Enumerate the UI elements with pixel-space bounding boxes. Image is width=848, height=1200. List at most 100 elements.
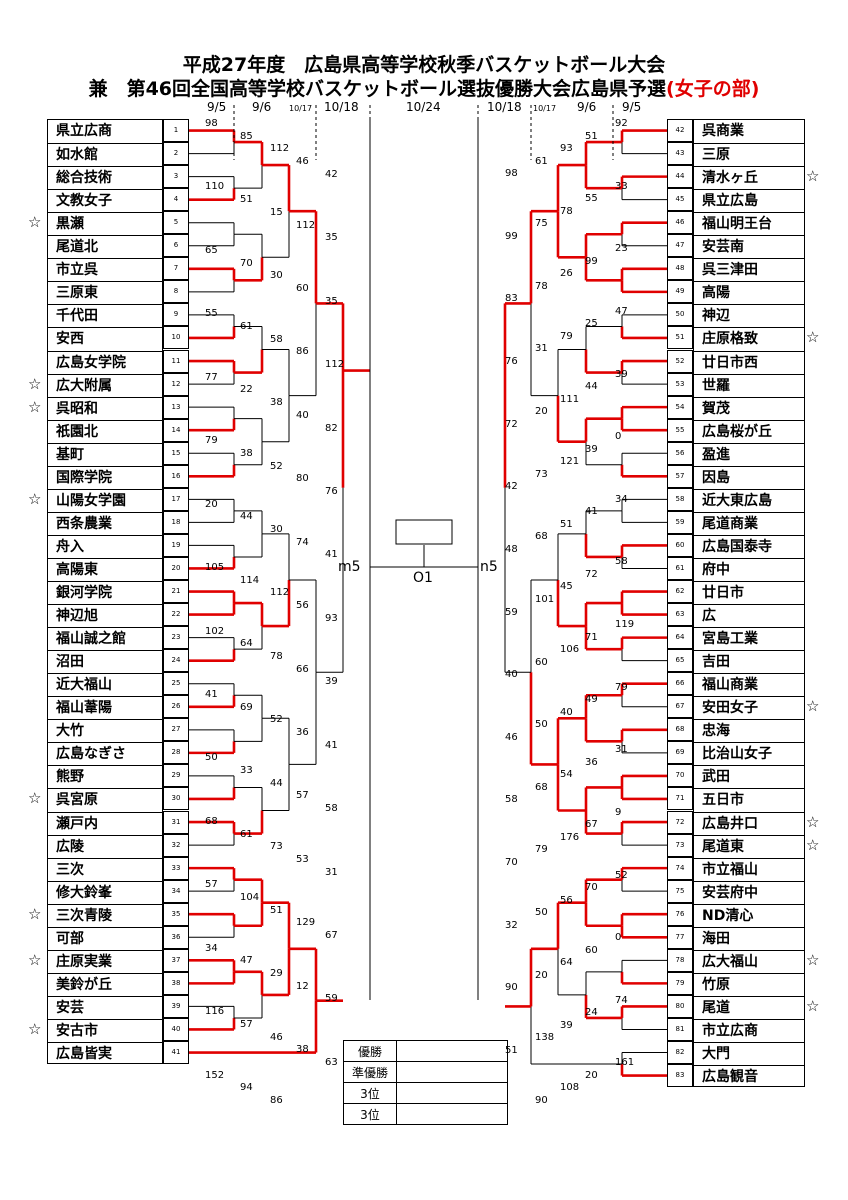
right-team-row: 市立広商 [694,1018,804,1042]
team-name: 国際学院 [56,469,112,486]
left-team-row: 福山葦陽 [48,696,162,719]
match-score: 50 [535,907,548,919]
seed-number: 51 [667,326,693,350]
seed-number: 16 [163,464,189,488]
team-name: 沼田 [56,654,84,671]
seed-number: 43 [667,142,693,166]
right-team-row: 吉田 [694,650,804,673]
team-name: 黒瀬 [56,216,84,233]
match-score: 57 [205,879,218,891]
match-score: 70 [585,882,598,894]
match-score: 78 [270,650,283,662]
left-team-row: 安芸 [48,995,162,1019]
right-team-row: 尾道商業 [694,511,804,535]
team-name: 比治山女子 [702,746,772,763]
match-score: 104 [240,891,260,903]
star-mark: ☆ [28,489,42,508]
right-team-list: 呉商業三原清水ヶ丘県立広島福山明王台安芸南呉三津田高陽神辺庄原格致廿日市西世羅賀… [693,119,805,1088]
right-team-row: 世羅 [694,373,804,397]
result-label: 準優勝 [343,1061,397,1083]
seed-number: 8 [163,280,189,304]
team-name: 安芸 [56,999,84,1016]
match-score: 79 [205,435,218,447]
match-score: 56 [296,600,309,612]
match-score: 76 [505,355,518,367]
match-score: 68 [205,815,218,827]
match-score: 90 [505,982,518,994]
right-semifinal-label: n5 [480,559,498,575]
match-score: 112 [325,359,345,371]
date-right-r2: 9/6 [577,100,597,114]
match-score: 116 [205,1006,225,1018]
team-name: 呉昭和 [56,400,98,417]
right-team-row: 尾道 [694,995,804,1019]
seed-number: 60 [667,533,693,557]
result-label: 3位 [343,1103,397,1125]
team-name: 舟入 [56,538,84,555]
match-score: 67 [325,930,338,942]
left-team-row: 基町 [48,442,162,466]
result-label: 3位 [343,1082,397,1104]
seed-number: 24 [163,649,189,673]
left-team-row: 祇園北 [48,419,162,443]
left-team-row: 尾道北 [48,235,162,258]
right-team-row: 宮島工業 [694,627,804,650]
match-score: 0 [615,932,622,944]
left-team-row: 安古市 [48,1018,162,1042]
match-score: 42 [325,168,338,180]
match-score: 36 [585,756,598,768]
match-score: 112 [296,219,316,231]
team-name: 三原東 [56,285,98,302]
match-score: 58 [325,803,338,815]
seed-number: 37 [163,948,189,972]
match-score: 70 [240,257,253,269]
match-score: 51 [270,904,283,916]
star-mark: ☆ [806,697,820,716]
left-team-row: 神辺旭 [48,604,162,627]
match-score: 31 [535,343,548,355]
title-main: 兼 第46回全国高等学校バスケットボール選抜優勝大会広島県予選 [88,78,667,100]
match-score: 46 [270,1031,283,1043]
seed-number: 67 [667,695,693,719]
seed-number: 46 [667,211,693,235]
team-name: 近大東広島 [702,492,772,509]
match-score: 35 [325,232,338,244]
right-team-row: 市立福山 [694,857,804,881]
seed-number: 25 [163,672,189,696]
seed-number: 13 [163,395,189,419]
team-name: 安芸府中 [702,884,758,901]
match-score: 80 [296,473,309,485]
match-score: 105 [205,562,225,574]
seed-number: 14 [163,418,189,442]
match-score: 50 [535,719,548,731]
match-score: 75 [535,218,548,230]
match-score: 39 [325,676,338,688]
match-score: 9 [615,806,622,818]
star-mark: ☆ [806,835,820,854]
match-score: 67 [585,819,598,831]
match-score: 99 [505,230,518,242]
left-team-row: 庄原実業 [48,949,162,973]
team-name: 市立呉 [56,262,98,279]
seed-number: 77 [667,925,693,949]
match-score: 176 [560,831,580,843]
right-team-row: 海田 [694,926,804,950]
seed-number: 31 [163,810,189,834]
team-name: 世羅 [702,377,730,394]
match-score: 52 [270,460,283,472]
seed-number: 38 [163,971,189,995]
team-name: 海田 [702,930,730,947]
team-name: 尾道北 [56,239,98,256]
right-team-row: 広島桜が丘 [694,419,804,443]
match-score: 52 [615,869,628,881]
seed-number: 21 [163,580,189,603]
match-score: 74 [615,994,628,1006]
left-team-row: 可部 [48,926,162,950]
right-team-row: 広 [694,604,804,627]
match-score: 60 [585,944,598,956]
seed-number: 41 [163,1041,189,1064]
match-score: 73 [270,841,283,853]
match-score: 39 [560,1019,573,1031]
team-name: 総合技術 [56,170,112,187]
